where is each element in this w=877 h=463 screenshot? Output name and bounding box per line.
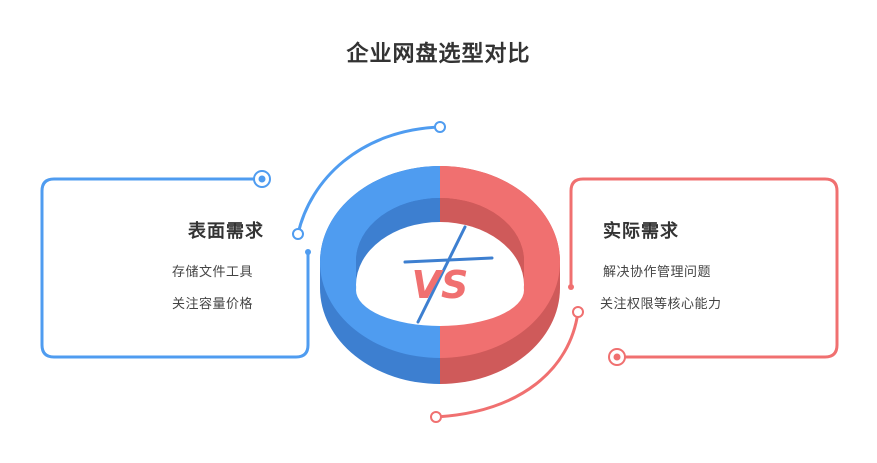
right-box-end-dot bbox=[568, 284, 574, 290]
diagram-title: 企业网盘选型对比 bbox=[346, 42, 531, 67]
left-connector-arc bbox=[296, 125, 442, 236]
left-item: 关注容量价格 bbox=[172, 297, 254, 312]
ring-left-top bbox=[320, 166, 440, 358]
right-connector-arc bbox=[434, 310, 580, 419]
ring-inner-wall-right bbox=[440, 198, 524, 285]
left-box-outline bbox=[40, 177, 310, 359]
left-arc-node-start bbox=[292, 228, 304, 240]
right-box-outline bbox=[569, 177, 839, 359]
vs-label: VS bbox=[412, 263, 469, 307]
left-item: 存储文件工具 bbox=[172, 265, 254, 280]
left-box-node-top-core bbox=[258, 175, 266, 183]
right-arc-node-end bbox=[430, 411, 442, 423]
right-item: 关注权限等核心能力 bbox=[600, 297, 722, 312]
right-heading: 实际需求 bbox=[603, 221, 679, 242]
right-arc-node-start bbox=[572, 306, 584, 318]
left-heading: 表面需求 bbox=[188, 221, 264, 242]
vs-mark: VS bbox=[403, 225, 494, 324]
left-arc-node-end bbox=[434, 121, 446, 133]
right-item: 解决协作管理问题 bbox=[603, 265, 712, 280]
right-box-node-bottom-core bbox=[613, 353, 621, 361]
vs-ring bbox=[320, 166, 560, 384]
ring-right-top bbox=[440, 166, 560, 358]
ring-inner-wall-left bbox=[356, 198, 440, 285]
left-box-end-dot bbox=[305, 249, 311, 255]
